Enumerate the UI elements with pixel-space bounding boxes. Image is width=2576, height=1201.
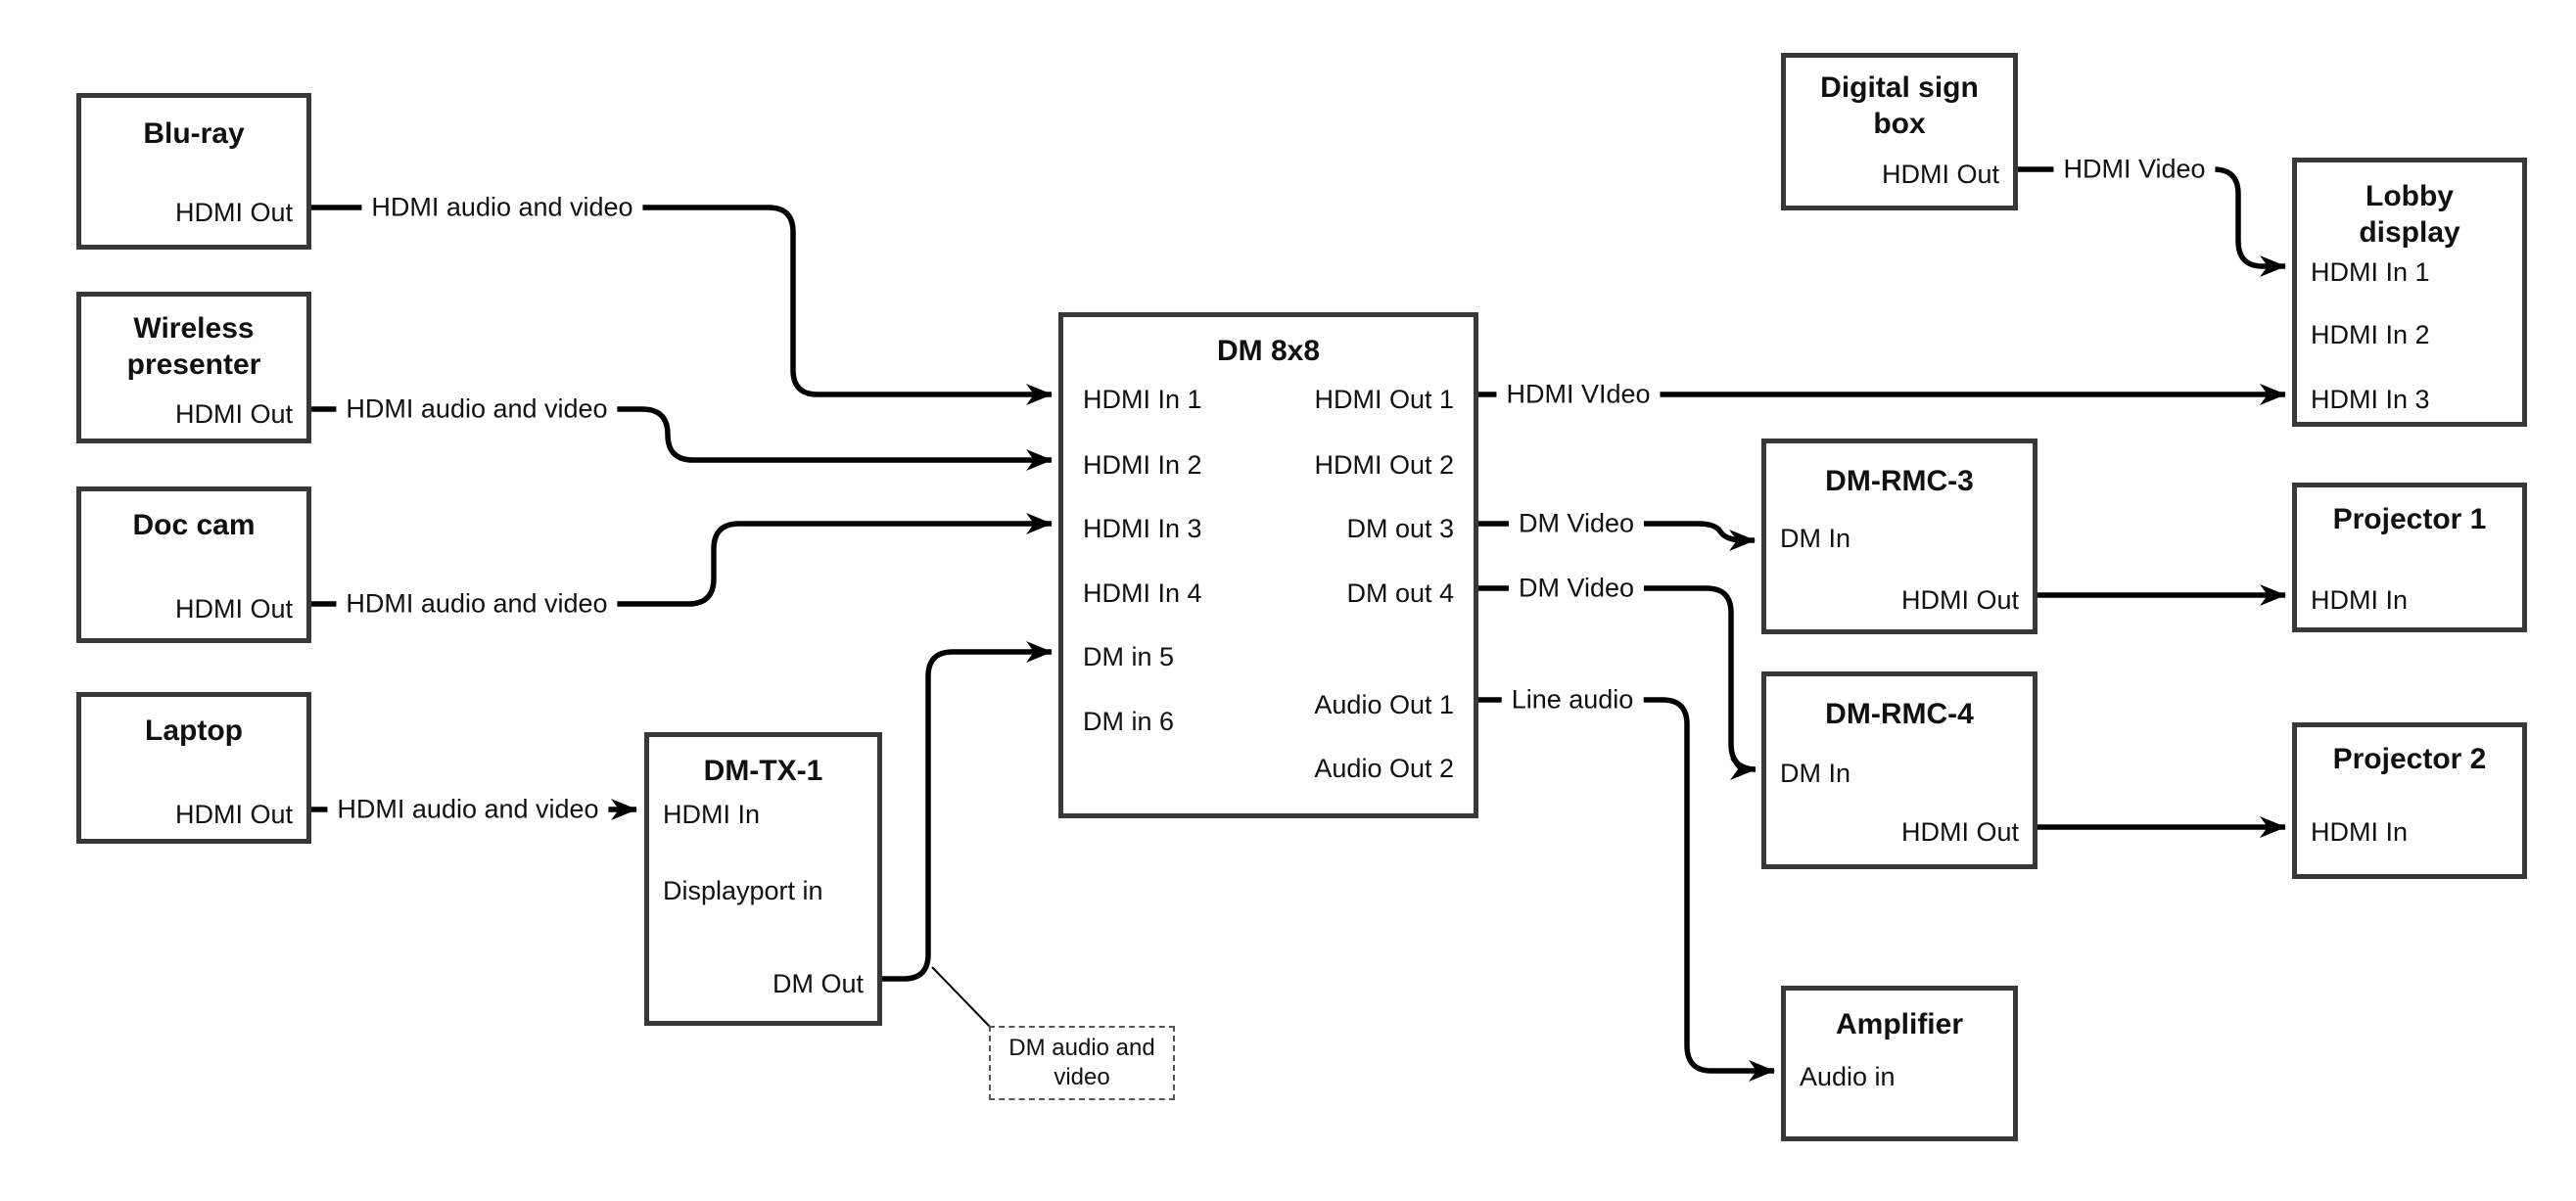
node-lobby-display[interactable]: Lobby display HDMI In 1 HDMI In 2 HDMI I…	[2292, 158, 2527, 427]
node-dm-rmc-3[interactable]: DM-RMC-3 DM In HDMI Out	[1761, 439, 2037, 634]
port-hdmi-out: HDMI Out	[174, 198, 293, 227]
port-hdmi-out-1: HDMI Out 1	[1314, 385, 1454, 414]
edge-label-laptop-to-dmtx1: HDMI audio and video	[327, 793, 609, 826]
wire-dmtx1-dmout-to-dm8x8-dm-in-5	[882, 641, 1053, 982]
port-hdmi-out: HDMI Out	[174, 800, 293, 829]
edge-label-doccam-to-dm8x8: HDMI audio and video	[336, 587, 618, 621]
node-projector-2[interactable]: Projector 2 HDMI In	[2292, 722, 2527, 879]
edge-label-hdmiout1-to-lobby: HDMI VIdeo	[1496, 378, 1661, 411]
wire-digisign-to-lobby-hdmi-in-1	[2018, 166, 2286, 277]
node-doc-cam[interactable]: Doc cam HDMI Out	[76, 486, 311, 643]
port-dm-in-5: DM in 5	[1083, 642, 1175, 671]
port-dm-out-4: DM out 4	[1346, 578, 1454, 608]
port-audio-out-1: Audio Out 1	[1314, 690, 1454, 719]
node-title: Wireless presenter	[126, 312, 261, 381]
node-title: DM-RMC-3	[1825, 465, 1974, 497]
node-title: Lobby display	[2359, 180, 2460, 249]
port-hdmi-in-3: HDMI In 3	[1083, 514, 1202, 543]
node-title: Projector 1	[2332, 503, 2487, 535]
port-hdmi-in-4: HDMI In 4	[1083, 578, 1202, 608]
port-hdmi-out: HDMI Out	[174, 594, 293, 624]
port-hdmi-out-2: HDMI Out 2	[1314, 450, 1454, 480]
node-title: Projector 2	[2332, 743, 2487, 775]
edge-label-audioout1-to-amp: Line audio	[1501, 683, 1644, 716]
node-title: Laptop	[145, 715, 243, 747]
wire-dm8x8-dmout4-to-rmc4-dm-in	[1478, 585, 1756, 780]
node-title: Amplifier	[1835, 1008, 1964, 1040]
edge-label-digisign-to-lobby: HDMI Video	[2053, 153, 2216, 186]
wire-wireless-to-dm8x8-hdmi-in-2	[311, 406, 1053, 471]
port-hdmi-out: HDMI Out	[1900, 817, 2019, 847]
node-bluray[interactable]: Blu-ray HDMI Out	[76, 93, 311, 250]
edge-label-dmout4-to-rmc4: DM Video	[1508, 572, 1645, 605]
port-hdmi-in-3: HDMI In 3	[2311, 385, 2430, 414]
port-dm-in: DM In	[1780, 524, 1851, 553]
callout-dm-audio-video: DM audio and video	[989, 1026, 1175, 1100]
edge-label-wireless-to-dm8x8: HDMI audio and video	[336, 393, 618, 426]
node-digital-sign-box[interactable]: Digital sign box HDMI Out	[1781, 53, 2018, 210]
node-projector-1[interactable]: Projector 1 HDMI In	[2292, 483, 2527, 632]
port-audio-in: Audio in	[1800, 1062, 1896, 1091]
wire-dm8x8-dmout3-to-rmc3-dm-in	[1478, 521, 1756, 551]
port-hdmi-in-1: HDMI In 1	[1083, 385, 1202, 414]
node-amplifier[interactable]: Amplifier Audio in	[1781, 986, 2018, 1141]
node-dm-8x8[interactable]: DM 8x8 HDMI In 1 HDMI In 2 HDMI In 3 HDM…	[1058, 312, 1478, 818]
wire-dm8x8-audioout1-to-amplifier	[1478, 697, 1775, 1082]
node-dm-rmc-4[interactable]: DM-RMC-4 DM In HDMI Out	[1761, 671, 2037, 869]
node-title: Blu-ray	[143, 117, 245, 150]
edge-label-dmout3-to-rmc3: DM Video	[1508, 507, 1645, 540]
node-title: Digital sign box	[1820, 71, 1979, 140]
port-hdmi-out: HDMI Out	[1881, 160, 1999, 189]
port-hdmi-in: HDMI In	[663, 800, 761, 829]
port-audio-out-2: Audio Out 2	[1314, 754, 1454, 783]
port-hdmi-out: HDMI Out	[174, 399, 293, 429]
node-title: Doc cam	[132, 509, 256, 541]
port-hdmi-in-2: HDMI In 2	[1083, 450, 1202, 480]
port-hdmi-in-1: HDMI In 1	[2311, 257, 2430, 287]
node-title: DM-RMC-4	[1825, 698, 1974, 730]
callout-pointer-line	[931, 966, 992, 1029]
edge-label-bluray-to-dm8x8: HDMI audio and video	[361, 191, 643, 224]
node-wireless-presenter[interactable]: Wireless presenter HDMI Out	[76, 292, 311, 443]
node-laptop[interactable]: Laptop HDMI Out	[76, 692, 311, 844]
wire-bluray-to-dm8x8-hdmi-in-1	[311, 205, 1053, 405]
node-title: DM-TX-1	[703, 755, 823, 787]
port-hdmi-in: HDMI In	[2311, 817, 2409, 847]
port-hdmi-in-2: HDMI In 2	[2311, 320, 2430, 349]
port-displayport-in: Displayport in	[663, 876, 823, 905]
port-dm-out-3: DM out 3	[1346, 514, 1454, 543]
node-dm-tx-1[interactable]: DM-TX-1 HDMI In Displayport in DM Out	[644, 732, 882, 1026]
port-dm-in-6: DM in 6	[1083, 707, 1175, 736]
port-dm-in: DM In	[1780, 759, 1851, 788]
port-hdmi-out: HDMI Out	[1900, 585, 2019, 615]
port-dm-out: DM Out	[772, 969, 864, 998]
port-hdmi-in: HDMI In	[2311, 585, 2409, 615]
wire-doccam-to-dm8x8-hdmi-in-3	[311, 513, 1053, 607]
node-title: DM 8x8	[1216, 335, 1321, 367]
